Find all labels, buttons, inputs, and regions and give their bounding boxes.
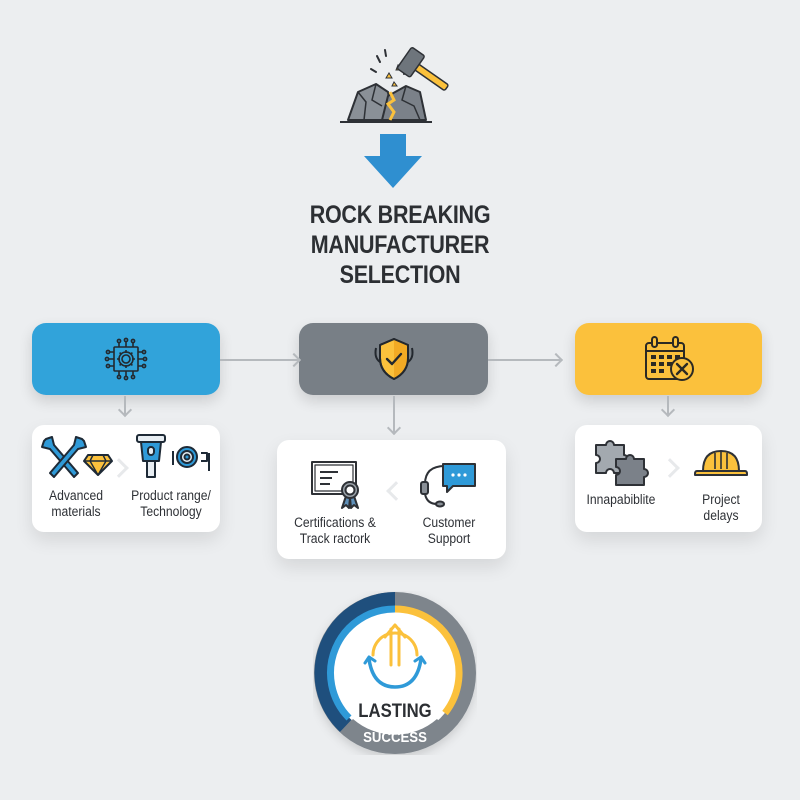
page-title: ROCK BREAKING MANUFACTURER SELECTION (254, 200, 546, 290)
success-line-1: LASTING (358, 701, 432, 722)
detail-card-technology: Advanced materials Product range/ Techno… (32, 425, 220, 532)
detail-card-risks: Innapabiblite Project delays (575, 425, 762, 532)
success-line-2: SUCCESS (363, 729, 427, 746)
down-connector-1 (124, 396, 126, 414)
chevron-right-icon (660, 458, 680, 478)
category-reliability (299, 323, 488, 395)
down-connector-2 (393, 396, 395, 432)
connector-arrow-2 (488, 359, 560, 361)
wrench-tools-diamond-icon (41, 436, 113, 478)
item-label: Certifications & (294, 515, 376, 530)
title-line-2: MANUFACTURER (310, 231, 490, 259)
item-project-delays: Project delays (685, 437, 757, 524)
item-label: materials (51, 504, 101, 519)
chevron-left-icon (386, 481, 406, 501)
item-label: Product range/ (131, 488, 211, 503)
item-incompatibility: Innapabiblite (579, 435, 663, 508)
item-customer-support: Customer Support (409, 458, 489, 547)
headset-chat-icon (420, 463, 476, 508)
breaker-hose-icon (136, 434, 210, 478)
item-label: Innapabiblite (586, 492, 656, 507)
down-connector-3 (667, 396, 669, 414)
title-line-1: ROCK BREAKING (309, 201, 491, 229)
growth-cycle-arrows-icon (363, 623, 427, 689)
puzzle-icon (595, 440, 649, 486)
hammer-breaking-rock-icon (336, 40, 464, 130)
detail-card-reliability: Certifications & Track ractork Customer … (277, 440, 506, 559)
item-label: Technology (140, 504, 202, 519)
item-label: Project (702, 492, 740, 507)
success-ring-icon (314, 592, 476, 754)
title-line-3: SELECTION (339, 261, 461, 289)
calendar-cancel-icon (644, 336, 694, 381)
item-certifications: Certifications & Track ractork (285, 458, 385, 547)
item-product-range: Product range/ Technology (126, 431, 216, 520)
arrow-down-icon (362, 132, 424, 190)
connector-arrow-1 (220, 359, 298, 361)
item-advanced-materials: Advanced materials (38, 433, 114, 520)
item-label: Support (427, 531, 471, 546)
hard-hat-icon (694, 450, 748, 476)
item-label: Customer (422, 515, 476, 530)
item-label: delays (703, 508, 739, 523)
certificate-icon (311, 461, 359, 509)
item-label: Advanced (48, 488, 104, 503)
chip-gear-icon (104, 337, 148, 381)
lasting-success-badge: LASTING SUCCESS (313, 591, 477, 755)
item-label: Track ractork (299, 531, 371, 546)
category-technology (32, 323, 220, 395)
category-risks (575, 323, 762, 395)
shield-check-icon (374, 338, 413, 380)
